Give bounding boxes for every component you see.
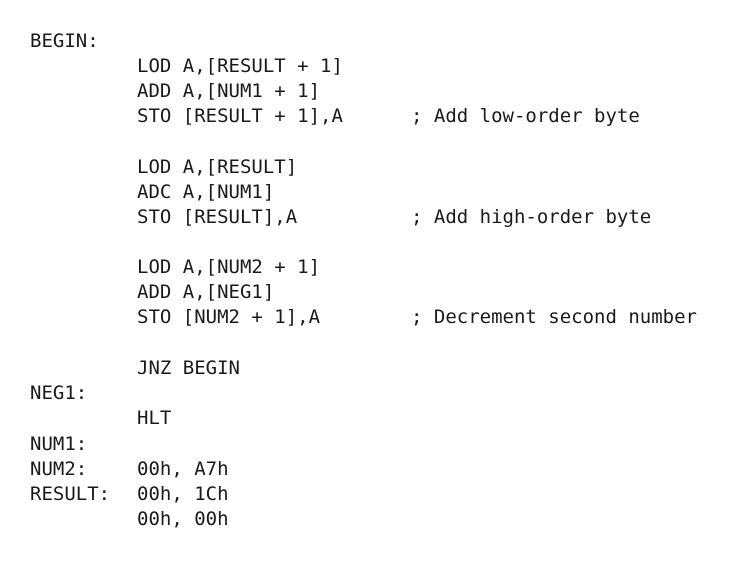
code-label: RESULT: [30,482,111,505]
blank-line [30,180,730,206]
code-line: STO [RESULT + 1],A [30,54,730,127]
code-line: NUM2: 00h, 1Ch [30,432,730,505]
code-instruction: 00h, 1Ch [137,482,229,505]
code-line: JNZ BEGIN [30,306,730,379]
code-instruction: JNZ BEGIN [137,356,240,379]
code-line: BEGIN: LOD A,[RESULT + 1] [30,4,730,77]
code-instruction: HLT [137,407,172,429]
blank-line [30,331,730,357]
code-instruction: 00h, 00h [137,507,229,530]
blank-line [30,280,730,306]
code-line: ADD A,[NUM1 + 1] ; Add low-order byte [30,29,730,127]
code-comment: ; Add low-order byte [411,105,640,127]
code-instruction: ADC A,[NUM1] [137,180,275,203]
code-instruction: ADD A,[NEG1] [137,281,275,303]
code-label: NEG1: [30,382,88,404]
code-instruction: ADD A,[NUM1 + 1] [137,80,321,102]
code-line: LOD A,[RESULT] [30,105,730,178]
code-line: LOD A,[NUM2 + 1] [30,205,730,278]
code-comment: ; Decrement second number [411,306,697,328]
code-instruction: LOD A,[RESULT] [137,155,298,178]
code-line: ADD A,[NEG1] ; Decrement second number [30,230,730,328]
code-instruction: STO [RESULT],A [137,205,298,228]
code-instruction: STO [NUM2 + 1],A [137,306,321,328]
code-instruction: STO [RESULT + 1],A [137,105,343,127]
code-label: NUM2: [30,457,88,480]
code-label: NUM1: [30,432,88,455]
code-instruction: LOD A,[RESULT + 1] [137,55,343,77]
blank-line [30,79,730,105]
code-line: STO [NUM2 + 1],A [30,255,730,328]
code-line: RESULT: 00h, 00h [30,457,730,530]
code-line: NEG1: HLT [30,356,730,429]
code-instruction: LOD A,[NUM2 + 1] [137,256,321,278]
assembly-listing: BEGIN: LOD A,[RESULT + 1] ADD A,[NUM1 + … [30,4,730,530]
code-line: NUM1: 00h, A7h [30,407,730,480]
code-label: BEGIN: [30,30,99,52]
blank-line [30,381,730,407]
code-instruction: 00h, A7h [137,457,229,480]
code-comment: ; Add high-order byte [411,205,652,228]
code-line: ADC A,[NUM1] ; Add high-order byte [30,130,730,228]
code-line: STO [RESULT],A [30,155,730,228]
